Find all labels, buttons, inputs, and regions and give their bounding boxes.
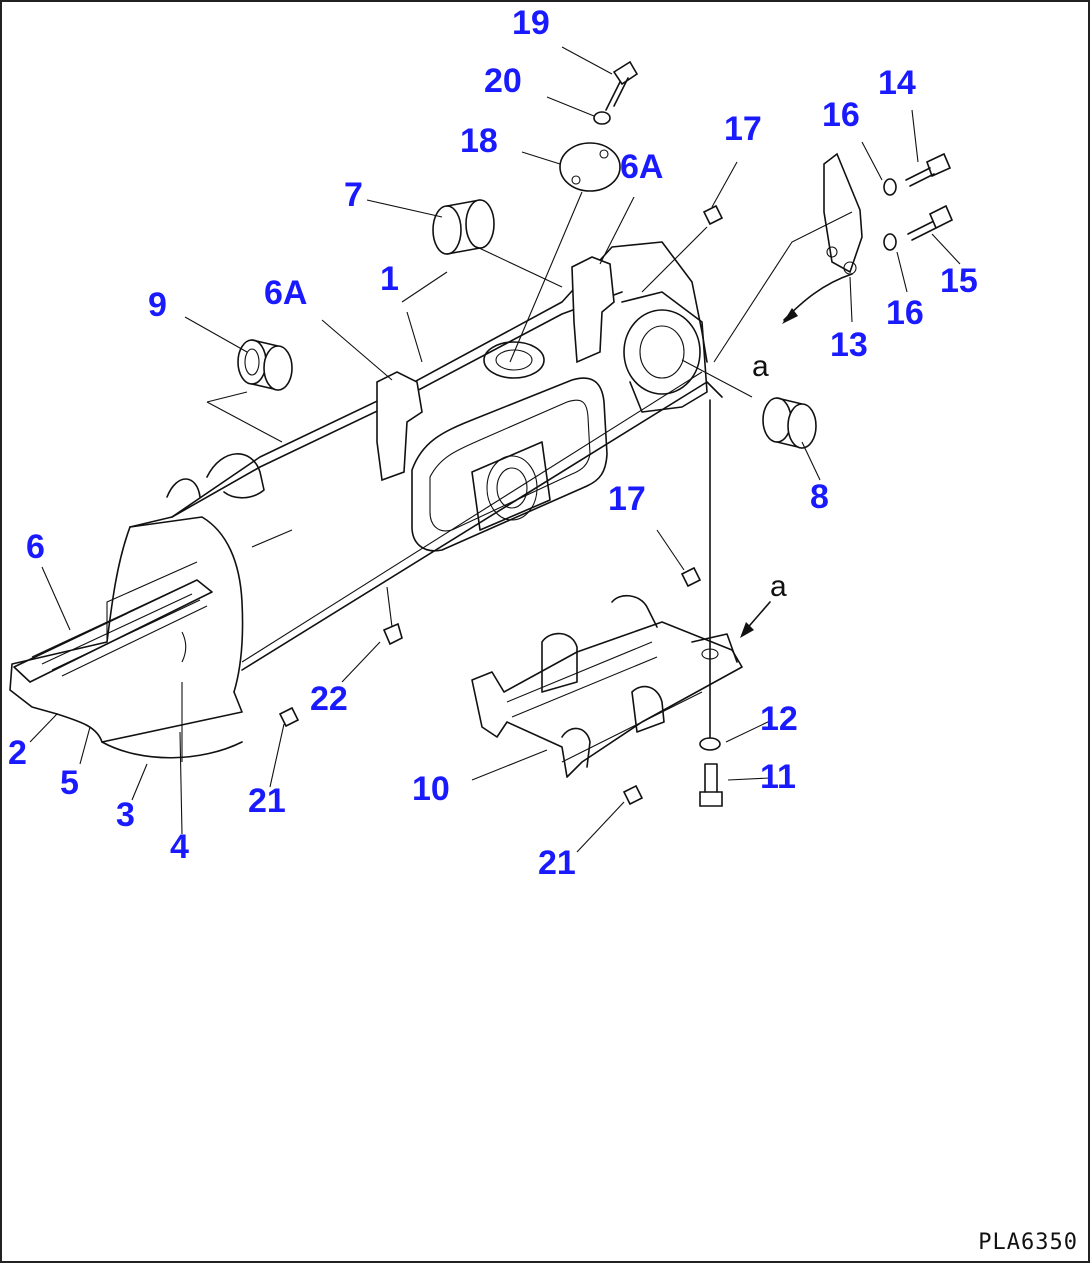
- callout-1: 1: [380, 260, 399, 298]
- callout-20: 20: [484, 62, 522, 100]
- callout-16-top: 16: [822, 96, 860, 134]
- bracket-13: [823, 152, 863, 275]
- callout-9: 9: [148, 286, 167, 324]
- cover-plate-18: [559, 142, 621, 192]
- fitting-17-guard: [680, 566, 702, 588]
- callout-8: 8: [810, 478, 829, 516]
- drawing-code: PLA6350: [978, 1230, 1078, 1255]
- callout-21-left: 21: [248, 782, 286, 820]
- washer-16-bottom: [883, 233, 897, 251]
- callout-2: 2: [8, 734, 27, 772]
- view-arrow-a-bottom: [740, 601, 771, 638]
- view-marker-a-top: a: [752, 350, 769, 383]
- callout-17-top: 17: [724, 110, 762, 148]
- bolt-15: [907, 204, 954, 241]
- bolt-14: [905, 152, 952, 187]
- view-marker-a-bottom: a: [770, 570, 787, 603]
- bolt-11: [699, 763, 723, 807]
- bushing-9: [237, 339, 293, 391]
- washer-16-top: [883, 178, 897, 196]
- callout-18: 18: [460, 122, 498, 160]
- callout-13: 13: [830, 326, 868, 364]
- callout-5: 5: [60, 764, 79, 802]
- callout-19: 19: [512, 4, 550, 42]
- bushing-7: [432, 199, 495, 255]
- callout-17-mid: 17: [608, 480, 646, 518]
- callout-6: 6: [26, 528, 45, 566]
- callout-10: 10: [412, 770, 450, 808]
- fitting-21-guard: [622, 784, 644, 806]
- guard-assembly-10: [471, 594, 743, 778]
- washer-20: [593, 111, 611, 125]
- callout-15: 15: [940, 262, 978, 300]
- washer-12: [699, 737, 721, 751]
- fitting-21-body: [278, 706, 300, 728]
- callout-11: 11: [760, 758, 796, 796]
- callout-6a-top: 6A: [620, 148, 664, 186]
- callout-3: 3: [116, 796, 135, 834]
- callout-14: 14: [878, 64, 916, 102]
- callout-21-bottom: 21: [538, 844, 576, 882]
- bolt-19: [605, 60, 639, 111]
- callout-12: 12: [760, 700, 798, 738]
- callout-22: 22: [310, 680, 348, 718]
- fitting-17-top: [702, 204, 724, 226]
- bushing-8: [762, 397, 817, 449]
- callout-4: 4: [170, 828, 189, 866]
- view-arrow-a-top: [782, 273, 853, 324]
- track-frame-body: [9, 241, 723, 762]
- callout-6a-left: 6A: [264, 274, 308, 312]
- callout-7: 7: [344, 176, 363, 214]
- leader-lines: [29, 46, 961, 853]
- callout-16-bottom: 16: [886, 294, 924, 332]
